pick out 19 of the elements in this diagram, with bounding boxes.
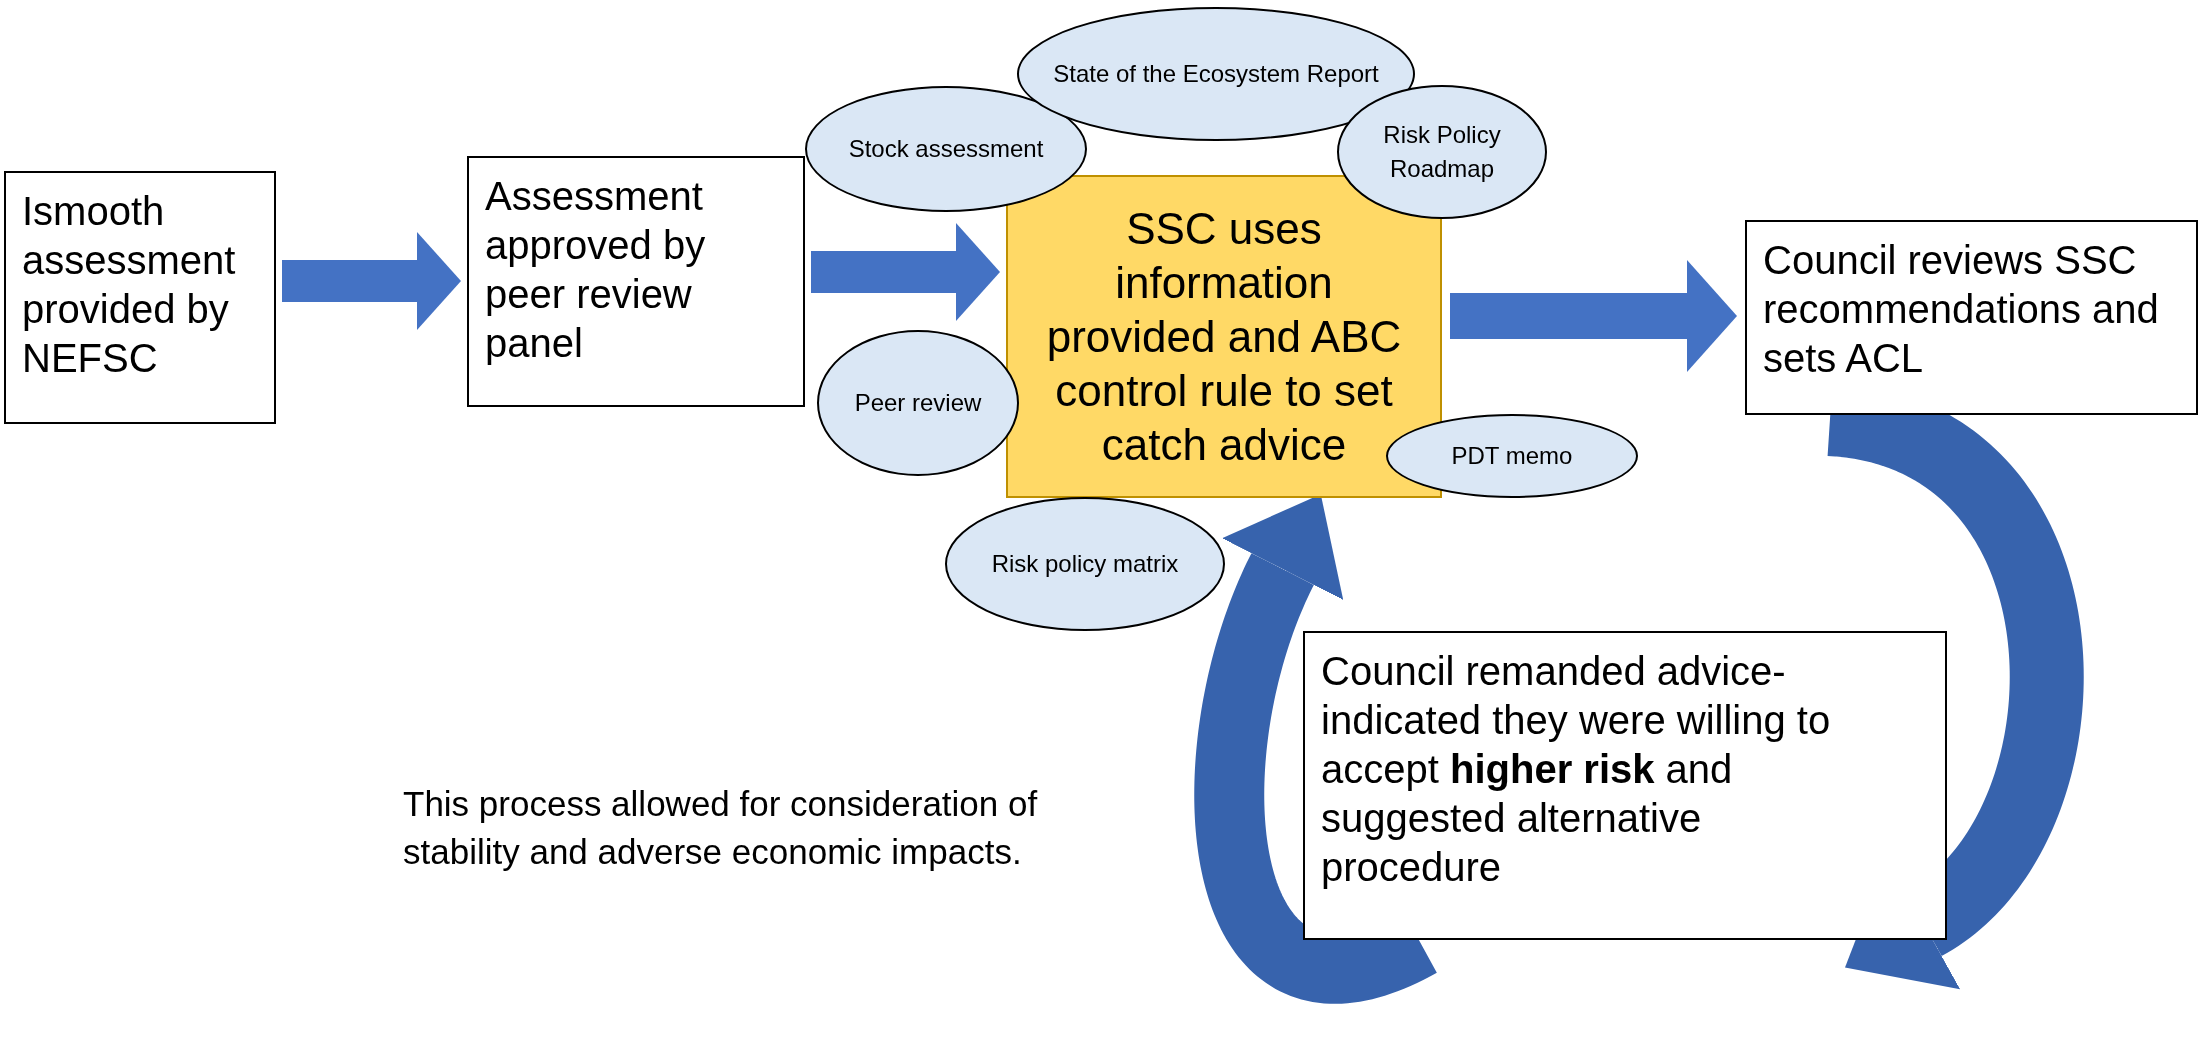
bubble-label: Stock assessment (848, 134, 1044, 164)
bubble-label: Risk policy matrix (991, 549, 1179, 579)
block-arrow (811, 223, 1000, 321)
box-text: Assessment approved by peer review panel (485, 173, 707, 367)
process-box (467, 156, 805, 407)
box-text: SSC uses information provided and ABC control rule to set catch advice (1045, 202, 1403, 471)
box-text: Council remanded advice- indicated they were willing to accept higher risk and suggested alternative procedure (1321, 648, 1832, 891)
process-box (1303, 631, 1947, 940)
box-text: Ismooth assessment provided by NEFSC (22, 188, 237, 382)
block-arrow (1450, 260, 1737, 372)
bubble-label: State of the Ecosystem Report (1053, 59, 1379, 89)
bubble-label: Peer review (854, 388, 982, 418)
process-box (4, 171, 276, 424)
box-text: Council reviews SSC recommendations and sets ACL (1763, 237, 2160, 382)
bubble-label: PDT memo (1451, 441, 1573, 471)
note-text: This process allowed for consideration of stability and adverse economic impacts. (403, 783, 1039, 873)
bubble-label: Risk Policy Roadmap (1382, 120, 1502, 184)
process-box (1745, 220, 2198, 415)
block-arrow (282, 232, 461, 330)
